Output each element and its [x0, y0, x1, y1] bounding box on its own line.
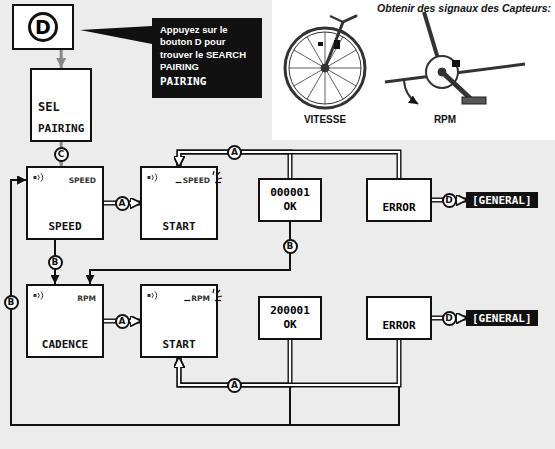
lcd-text: ERROR — [382, 201, 415, 214]
lcd-text: PAIRING — [160, 75, 254, 88]
lcd-screen: SPEED START — [140, 166, 218, 240]
lcd-text: CADENCE — [42, 338, 88, 351]
lcd-text: ERROR — [382, 319, 415, 332]
wheel-spoke — [325, 68, 343, 99]
lcd-text: SPEED — [48, 220, 81, 233]
sensor-caption: VITESSE — [290, 114, 360, 125]
result-screen: 000001OK — [258, 178, 322, 222]
menu-tag: [GENERAL] — [466, 192, 538, 208]
signal-icon — [33, 173, 45, 182]
panel-title: Obtenir des signaux des Capteurs: — [300, 2, 551, 14]
sensor-id: 000001 — [270, 186, 310, 200]
button-box: D — [12, 4, 74, 50]
flow-connector — [61, 50, 62, 68]
wheel-spoke — [289, 68, 325, 69]
lcd-text: OK — [283, 200, 296, 214]
step-letter: B — [4, 295, 19, 310]
wheel-spoke — [325, 68, 356, 86]
lcd-text: PAIRING — [38, 122, 84, 135]
lcd-text: START — [162, 338, 195, 351]
menu-tag: [GENERAL] — [466, 310, 538, 326]
lcd-indicator: RPM — [191, 294, 210, 303]
button-letter: D — [28, 12, 58, 42]
step-letter: D — [442, 311, 457, 326]
lcd-screen: SPEED SPEED — [26, 166, 104, 240]
step-letter: B — [283, 239, 298, 254]
lcd-indicator: SPEED — [69, 176, 96, 185]
wheel-figure — [285, 16, 365, 108]
step-letter: C — [54, 147, 69, 162]
lcd-indicator: SPEED — [183, 176, 210, 185]
step-letter: A — [227, 145, 242, 160]
step-letter: A — [227, 378, 242, 393]
sensor-id: 200001 — [270, 304, 310, 318]
lcd-screen: SEL PAIRING — [30, 68, 92, 142]
step-letter: A — [115, 196, 130, 211]
lcd-text: START — [162, 220, 195, 233]
lcd-indicator: RPM — [77, 294, 96, 303]
error-screen: ERROR — [366, 296, 432, 340]
step-letter: B — [48, 255, 63, 270]
result-screen: 200001OK — [258, 296, 322, 340]
wheel-spoke — [325, 68, 326, 104]
photo-panel — [272, 0, 555, 140]
callout-bubble: Appuyez sur le bouton D pour trouver le … — [152, 18, 262, 98]
lcd-text: OK — [283, 318, 296, 332]
wheel-spoke — [325, 68, 361, 69]
signal-icon — [147, 173, 159, 182]
signal-icon — [147, 291, 159, 300]
menu-text: [GENERAL] — [472, 312, 532, 325]
lcd-text: SEL — [38, 100, 60, 114]
lcd-screen: RPM START — [140, 284, 218, 358]
callout-tail — [80, 26, 152, 44]
lcd-screen: RPM CADENCE — [26, 284, 104, 358]
crank-figure — [385, 12, 525, 104]
menu-text: [GENERAL] — [472, 194, 532, 207]
error-screen: ERROR — [366, 178, 432, 222]
step-letter: D — [442, 193, 457, 208]
wheel-spoke — [325, 32, 326, 68]
wheel-spoke — [307, 37, 325, 68]
wheel-spoke — [307, 68, 325, 99]
signal-icon — [33, 291, 45, 300]
callout-text: Appuyez sur le bouton D pour trouver le … — [160, 24, 254, 73]
sensor-caption: RPM — [410, 114, 480, 125]
wheel-spoke — [294, 68, 325, 86]
wheel-spoke — [294, 50, 325, 68]
step-letter: A — [115, 314, 130, 329]
